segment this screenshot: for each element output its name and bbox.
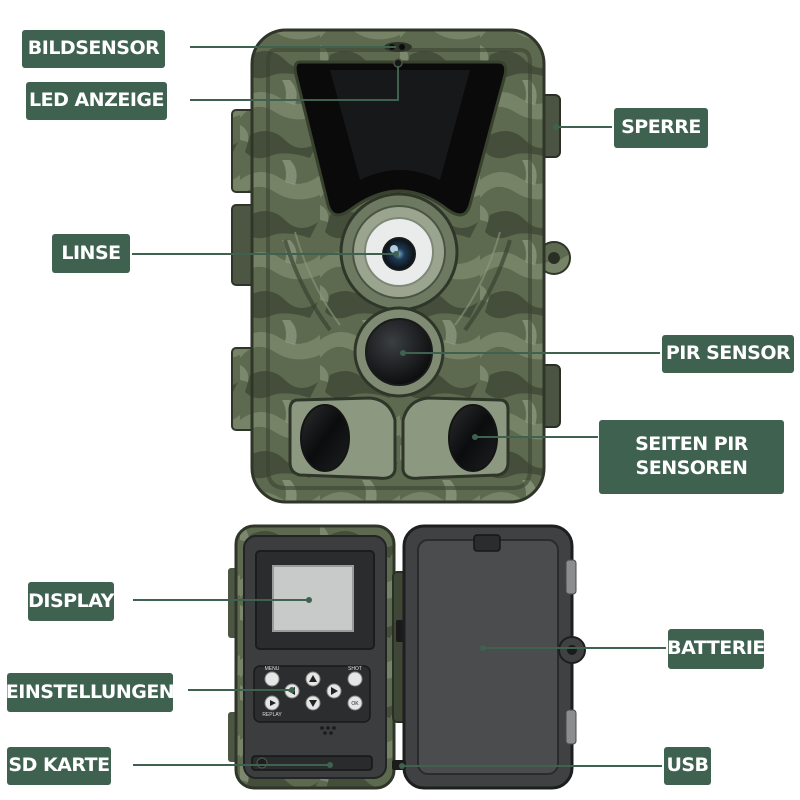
label-seiten-pir-line2: SENSOREN bbox=[635, 457, 748, 479]
led-indicator bbox=[393, 58, 403, 68]
right-arrow-icon bbox=[331, 687, 338, 695]
camera-open bbox=[228, 524, 586, 790]
up-arrow-icon bbox=[309, 675, 317, 682]
label-seiten-pir-line1: SEITEN PIR bbox=[635, 433, 748, 456]
callout-lines bbox=[132, 46, 666, 767]
label-pir-sensor: PIR SENSOR bbox=[662, 335, 794, 373]
callout-dots bbox=[289, 124, 559, 769]
label-sperre: SPERRE bbox=[614, 108, 708, 148]
label-led-anzeige: LED ANZEIGE bbox=[26, 82, 167, 120]
label-bildsensor: BILDSENSOR bbox=[22, 30, 165, 68]
shot-button-label: SHOT bbox=[348, 666, 362, 672]
label-sd-karte: SD KARTE bbox=[7, 747, 111, 785]
label-einstellungen: EINSTELLUNGEN bbox=[6, 673, 175, 712]
side-pir-sensor-left bbox=[300, 404, 350, 472]
sd-card-slot[interactable] bbox=[251, 755, 373, 771]
replay-button-label: REPLAY bbox=[262, 712, 282, 718]
play-icon bbox=[270, 700, 276, 706]
keypad bbox=[253, 665, 371, 723]
label-linse: LINSE bbox=[52, 234, 130, 273]
menu-button[interactable] bbox=[264, 671, 280, 687]
ok-button-label: OK bbox=[351, 701, 359, 707]
camera-front bbox=[231, 28, 571, 504]
keypad-buttons bbox=[264, 671, 363, 711]
label-display: DISPLAY bbox=[28, 582, 114, 621]
label-usb: USB bbox=[664, 747, 711, 785]
menu-button-label: MENU bbox=[265, 666, 280, 672]
display-screen bbox=[272, 565, 354, 632]
label-batterie: BATTERIE bbox=[667, 629, 765, 669]
label-seiten-pir-sensoren: SEITEN PIR SENSOREN bbox=[599, 420, 784, 494]
shot-button[interactable] bbox=[347, 671, 363, 687]
down-arrow-icon bbox=[309, 700, 317, 707]
ok-button[interactable] bbox=[347, 695, 363, 711]
